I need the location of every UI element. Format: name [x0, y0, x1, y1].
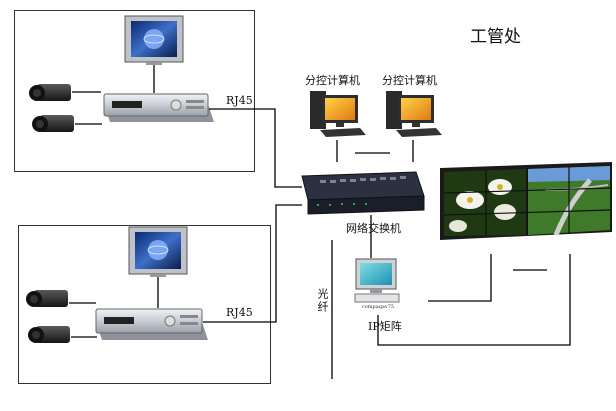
fiber-label: 光纤	[316, 288, 329, 314]
camera-icon	[26, 290, 68, 307]
rj45-label-top: RJ45	[226, 94, 253, 107]
camera-icon	[28, 326, 70, 343]
dvr-icon	[103, 93, 214, 122]
page-title: 工管处	[470, 27, 521, 47]
network-switch-icon	[301, 171, 425, 215]
desktop-computer-icon	[310, 91, 366, 137]
crt-monitor-icon	[124, 15, 184, 65]
dvr-icon	[95, 308, 208, 340]
camera-icon	[29, 84, 71, 101]
video-wall-icon	[440, 162, 612, 240]
desktop-computer-icon	[386, 91, 442, 137]
network-switch-label: 网络交换机	[346, 222, 401, 235]
ip-matrix-label: IP矩阵	[368, 320, 402, 333]
client-pc-label-2: 分控计算机	[382, 74, 437, 87]
ip-matrix-computer-icon	[354, 258, 400, 303]
rj45-label-bottom: RJ45	[226, 306, 253, 319]
crt-monitor-icon	[128, 226, 188, 277]
computer-caption: compaqav75	[362, 304, 395, 310]
camera-icon	[32, 115, 74, 132]
client-pc-label-1: 分控计算机	[305, 74, 360, 87]
